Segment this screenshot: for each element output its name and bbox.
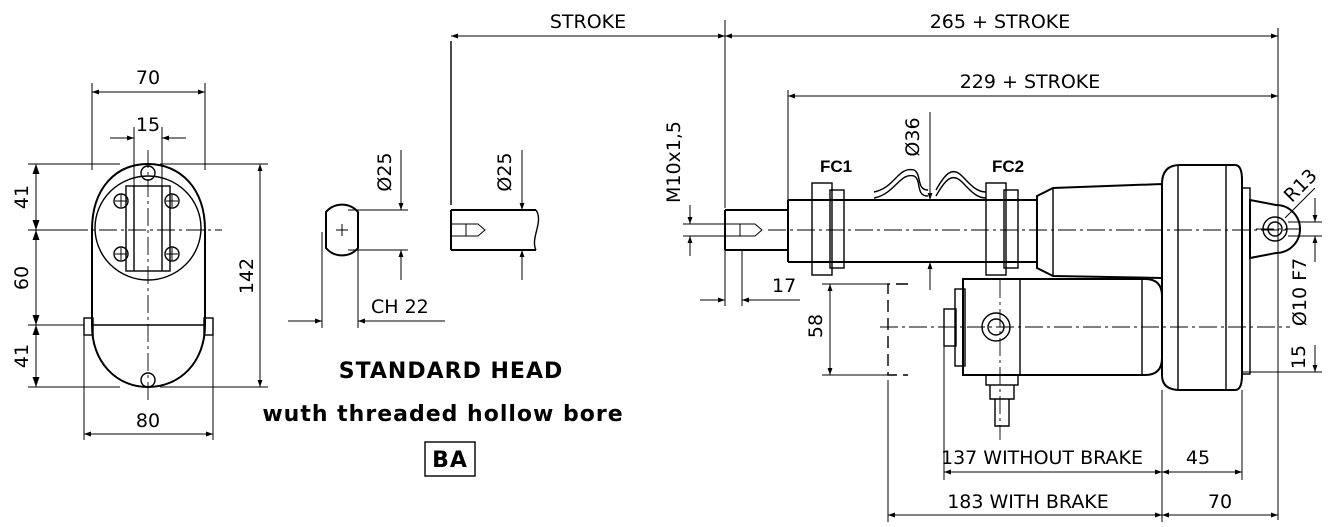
- dim-dia-rod: Ø25: [494, 152, 516, 191]
- actuator-rod: [724, 209, 788, 251]
- label-fc1: FC1: [820, 157, 852, 176]
- limit-switch-fc1: [811, 182, 833, 276]
- dim-45: 45: [1186, 447, 1210, 469]
- rod-section: [450, 209, 536, 251]
- dim-len-total: 265 + STROKE: [930, 11, 1071, 33]
- dim-ch: CH 22: [371, 296, 429, 318]
- dim-with-brake: 183 WITH BRAKE: [947, 491, 1109, 513]
- front-view-outline: [91, 162, 206, 389]
- caption-line2: wuth threaded hollow bore: [262, 402, 623, 427]
- dim-h-bot: 41: [11, 344, 33, 368]
- actuator-rod-bore: [725, 223, 763, 237]
- dim-dia-tube: Ø36: [902, 117, 924, 156]
- actuator-tube: [787, 199, 1037, 263]
- motor-endcap: [954, 288, 966, 367]
- motor-brake: [943, 308, 957, 347]
- dim-width-bottom: 80: [136, 410, 160, 432]
- dim-58: 58: [805, 314, 827, 338]
- front-bolts: [113, 193, 180, 262]
- gearbox-housing: [1036, 182, 1163, 280]
- dim-thread: M10x1,5: [663, 121, 685, 203]
- head-center-mark: [336, 224, 348, 236]
- code-box: [424, 441, 476, 477]
- label-fc2: FC2: [992, 157, 1024, 176]
- dim-without-brake: 137 WITHOUT BRAKE: [941, 447, 1143, 469]
- dim-dia-pin: Ø10 F7: [1289, 258, 1311, 326]
- dim-17: 17: [772, 275, 796, 297]
- side-view: STROKE 265 + STROKE 229 + STROKE M10x1,5…: [451, 11, 1322, 522]
- cable-right: [935, 177, 987, 199]
- dim-height-total: 142: [236, 258, 258, 294]
- front-right-stud: [203, 317, 214, 336]
- dim-70-bottom: 70: [1208, 491, 1232, 513]
- dim-h-top: 41: [11, 185, 33, 209]
- gearbox-flange: [1161, 164, 1243, 391]
- rod-break-line: [533, 209, 540, 251]
- dim-15: 15: [1288, 345, 1310, 369]
- dim-dia-head: Ø25: [374, 152, 396, 191]
- limit-switch-fc2: [985, 182, 1007, 276]
- code-label: BA: [432, 448, 468, 473]
- dim-width-inner: 15: [136, 114, 160, 136]
- dim-h-mid: 60: [11, 266, 33, 290]
- head-detail: CH 22 Ø25 Ø25 STANDARD HEAD wuth threade…: [262, 41, 623, 477]
- front-left-stud: [83, 317, 94, 336]
- front-view: 70 15 80 142 41 60 41: [11, 67, 268, 440]
- motor-body: [962, 278, 1163, 376]
- dim-stroke: STROKE: [550, 11, 626, 33]
- dim-len-body: 229 + STROKE: [960, 71, 1101, 93]
- front-body-slot: [125, 185, 171, 272]
- rear-plate: [1241, 187, 1251, 375]
- dim-width-top: 70: [136, 67, 160, 89]
- rear-attachment: [1249, 198, 1301, 260]
- motor-cable: [989, 385, 1015, 427]
- cable-gland: [985, 374, 1019, 386]
- caption-line1: STANDARD HEAD: [339, 359, 563, 384]
- rod-threaded-bore: [451, 223, 486, 237]
- brake-outline: [887, 283, 908, 376]
- cable-left: [873, 174, 929, 199]
